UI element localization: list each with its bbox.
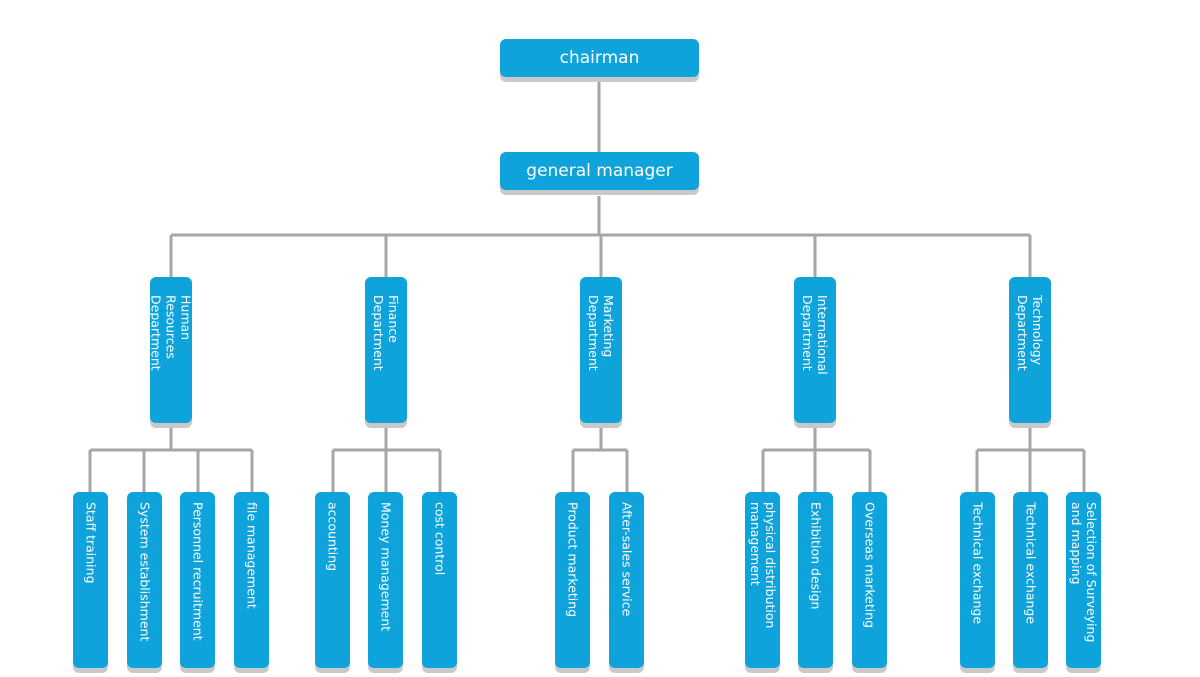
unit-system-establishment: System establishment bbox=[127, 492, 162, 668]
unit-label: Money management bbox=[378, 502, 393, 632]
unit-surveying-mapping: Selection of Surveying and mapping bbox=[1066, 492, 1101, 668]
unit-label: System establishment bbox=[137, 502, 152, 642]
unit-label: Staff training bbox=[83, 502, 98, 584]
chairman-label: chairman bbox=[559, 48, 640, 68]
unit-technical-exchange-2: Technical exchange bbox=[1013, 492, 1048, 668]
dept-label: Technology Department bbox=[1015, 295, 1045, 371]
dept-label: Marketing Department bbox=[586, 295, 616, 371]
general-manager-node: general manager bbox=[500, 152, 699, 190]
unit-cost-control: cost control bbox=[422, 492, 457, 668]
dept-human-resources: Human Resources Department bbox=[148, 277, 194, 423]
unit-staff-training: Staff training bbox=[73, 492, 108, 668]
dept-marketing: Marketing Department bbox=[580, 277, 622, 423]
unit-technical-exchange-1: Technical exchange bbox=[960, 492, 995, 668]
dept-label: Human Resources Department bbox=[148, 295, 194, 371]
general-manager-label: general manager bbox=[526, 161, 673, 181]
unit-label: cost control bbox=[432, 502, 447, 576]
unit-label: Overseas marketing bbox=[862, 502, 877, 629]
unit-money-management: Money management bbox=[368, 492, 403, 668]
unit-label: Product marketing bbox=[565, 502, 580, 618]
unit-label: physical distribution management bbox=[747, 502, 778, 629]
unit-after-sales-service: After-sales service bbox=[609, 492, 644, 668]
unit-label: Technical exchange bbox=[1023, 502, 1038, 625]
dept-international: International Department bbox=[794, 277, 836, 423]
unit-personnel-recruitment: Personnel recruitment bbox=[180, 492, 215, 668]
chairman-node: chairman bbox=[500, 39, 699, 77]
unit-product-marketing: Product marketing bbox=[555, 492, 590, 668]
unit-exhibition-design: Exhibition design bbox=[798, 492, 833, 668]
unit-physical-distribution: physical distribution management bbox=[745, 492, 780, 668]
unit-label: After-sales service bbox=[619, 502, 634, 617]
unit-file-management: file management bbox=[234, 492, 269, 668]
unit-label: accounting bbox=[325, 502, 340, 572]
dept-technology: Technology Department bbox=[1009, 277, 1051, 423]
unit-label: Technical exchange bbox=[970, 502, 985, 625]
dept-label: International Department bbox=[800, 295, 830, 375]
unit-overseas-marketing: Overseas marketing bbox=[852, 492, 887, 668]
unit-accounting: accounting bbox=[315, 492, 350, 668]
unit-label: Selection of Surveying and mapping bbox=[1068, 502, 1099, 643]
unit-label: Exhibition design bbox=[808, 502, 823, 610]
unit-label: Personnel recruitment bbox=[190, 502, 205, 641]
dept-label: Finance Department bbox=[371, 295, 401, 371]
dept-finance: Finance Department bbox=[365, 277, 407, 423]
unit-label: file management bbox=[244, 502, 259, 609]
